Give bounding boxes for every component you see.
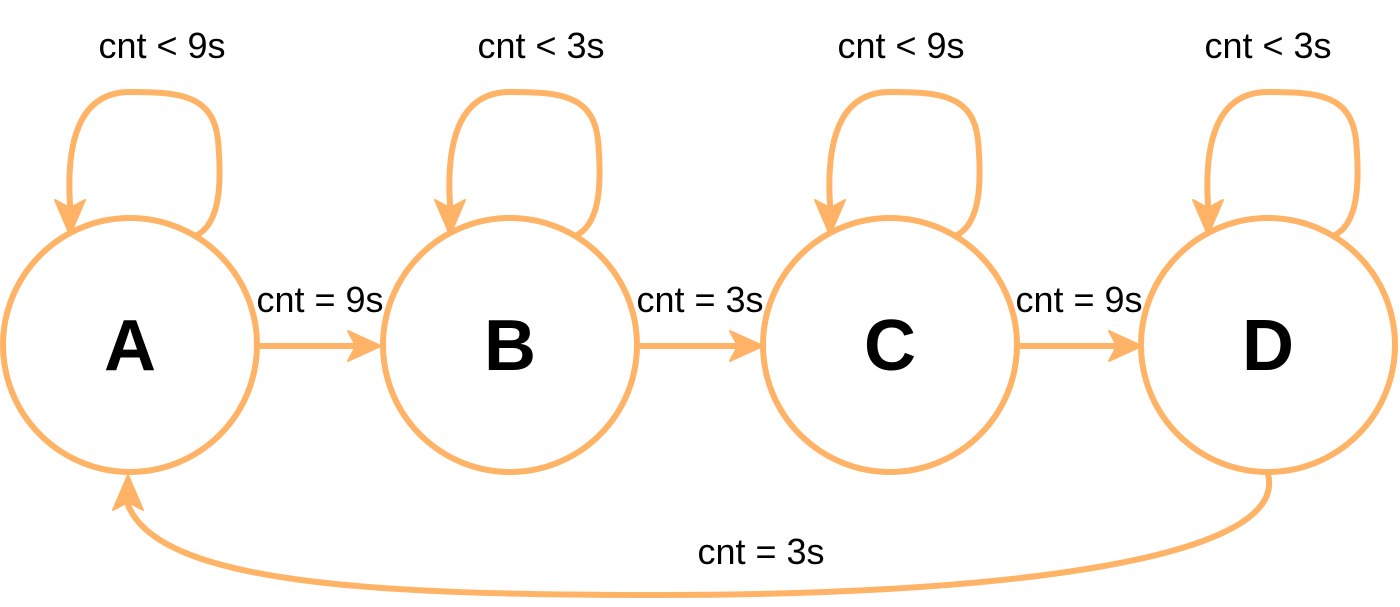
state-b-label: B — [484, 306, 536, 386]
state-a: A — [0, 215, 260, 475]
transition-d-a-arrowhead — [112, 474, 144, 511]
self-loop-c — [814, 88, 983, 239]
transition-a-b-label: cnt = 9s — [256, 279, 383, 320]
transition-b-c-label: cnt = 3s — [636, 279, 763, 320]
self-loop-b-arrowhead — [434, 199, 466, 236]
self-loop-c-arrowhead — [814, 199, 846, 236]
transitions — [112, 330, 1273, 599]
transition-a-b — [255, 330, 382, 362]
transition-d-a-label: cnt = 3s — [697, 531, 824, 572]
self-loop-a-arrowhead — [54, 199, 86, 236]
self-loop-labels: cnt < 9s cnt < 3s cnt < 9s cnt < 3s — [98, 25, 1331, 66]
state-b: B — [380, 215, 640, 475]
self-loop-b-label: cnt < 3s — [477, 25, 604, 66]
transition-c-d — [1015, 330, 1143, 362]
self-loop-d-label: cnt < 3s — [1204, 25, 1331, 66]
self-loop-c-label: cnt < 9s — [837, 25, 964, 66]
state-d: D — [1138, 215, 1398, 475]
state-a-label: A — [104, 306, 156, 386]
transition-b-c-arrowhead — [729, 330, 764, 362]
state-b-circle — [380, 215, 640, 475]
self-loop-b — [434, 88, 603, 239]
transition-labels: cnt = 9s cnt = 3s cnt = 9s cnt = 3s — [256, 279, 1142, 572]
transition-c-d-label: cnt = 9s — [1015, 279, 1142, 320]
transition-d-a — [112, 471, 1273, 599]
state-c-label: C — [864, 306, 916, 386]
state-c-circle — [760, 215, 1020, 475]
self-loops — [54, 88, 1361, 239]
self-loop-d-arrowhead — [1192, 199, 1224, 236]
state-d-label: D — [1242, 306, 1294, 386]
state-c: C — [760, 215, 1020, 475]
state-d-circle — [1138, 215, 1398, 475]
self-loop-a — [54, 88, 223, 239]
states: A B C D — [0, 215, 1398, 475]
self-loop-a-label: cnt < 9s — [98, 25, 225, 66]
transition-c-d-arrowhead — [1108, 330, 1143, 362]
self-loop-d — [1192, 88, 1361, 239]
transition-b-c — [635, 330, 764, 362]
state-a-circle — [0, 215, 260, 475]
transition-a-b-arrowhead — [347, 330, 382, 362]
